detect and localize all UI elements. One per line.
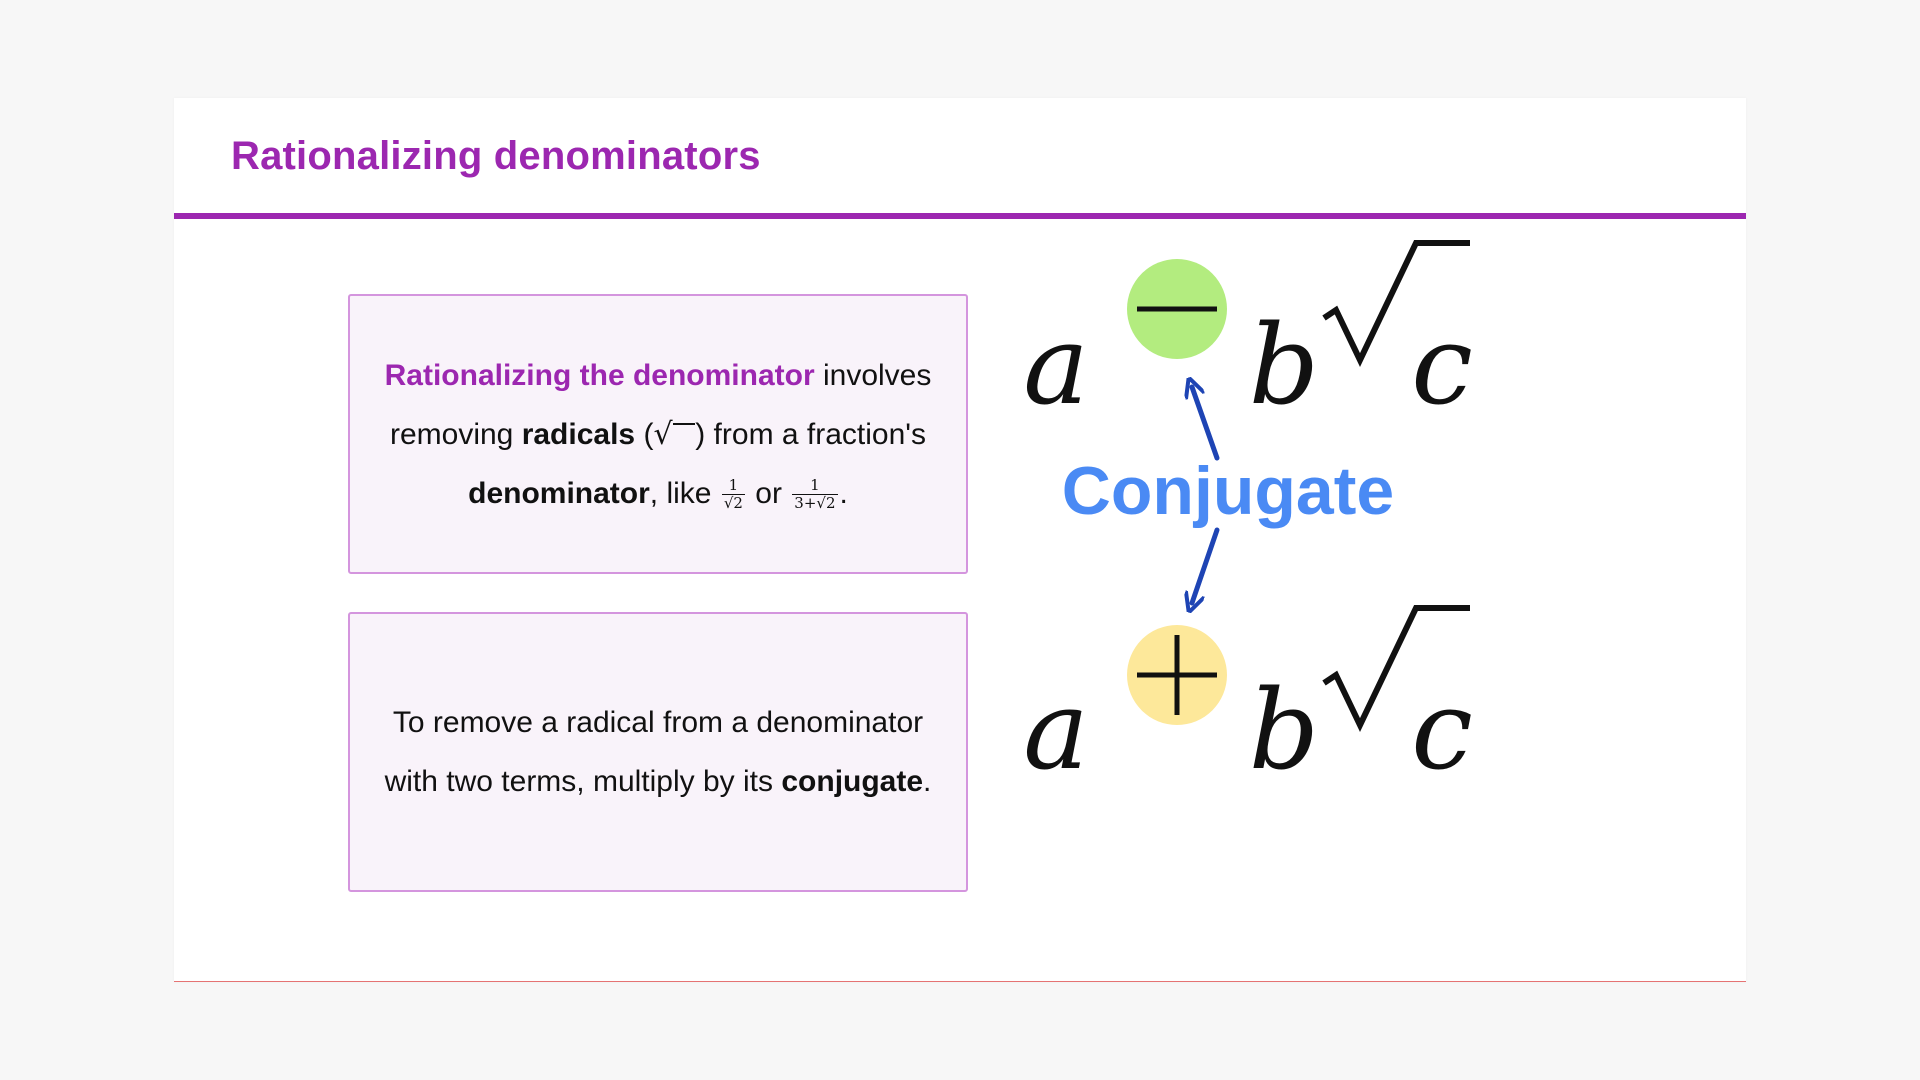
arrow-down-icon — [1192, 527, 1220, 603]
variable-b: b — [1249, 301, 1319, 429]
denominator-bold: denominator — [468, 476, 650, 510]
fraction-numerator: 1 — [721, 477, 745, 496]
fraction-denominator: √2 — [723, 494, 743, 513]
text-run: To remove a radical from a denominator w… — [384, 706, 924, 798]
definition-text: Rationalizing the denominator involves r… — [368, 346, 948, 523]
variable-a: a — [1023, 301, 1089, 429]
radicals-bold: radicals — [521, 417, 636, 451]
radical-bar — [672, 422, 696, 449]
radical-icon — [1322, 240, 1470, 367]
fraction-one-over-root-two: 1√2 — [721, 477, 745, 513]
text-run: . — [839, 476, 848, 510]
definition-card: Rationalizing the denominator involves r… — [348, 294, 968, 574]
radical-icon: √ — [653, 416, 673, 452]
text-run: ) from a fraction's — [695, 417, 927, 451]
text-run: or — [746, 476, 791, 510]
text-run: . — [923, 765, 932, 798]
fraction-numerator: 1 — [792, 477, 838, 496]
text-run: ( — [635, 417, 654, 451]
minus-highlight-circle — [1127, 259, 1227, 359]
fraction-denominator: 3+√2 — [794, 494, 836, 513]
variable-c: c — [1411, 666, 1473, 794]
slide-title: Rationalizing denominators — [231, 134, 761, 178]
term-highlight: Rationalizing the denominator — [384, 358, 815, 392]
arrow-up-icon — [1192, 387, 1220, 461]
plus-highlight-circle — [1127, 625, 1227, 725]
conjugate-bold: conjugate — [781, 765, 924, 798]
method-card: To remove a radical from a denominator w… — [348, 612, 968, 892]
title-divider — [174, 213, 1746, 219]
text-run: involves removing — [389, 358, 932, 451]
slide: Rationalizing denominators Rationalizing… — [174, 98, 1746, 982]
radical-icon — [1322, 605, 1470, 732]
conjugate-label: Conjugate — [1062, 453, 1394, 529]
variable-a: a — [1023, 666, 1089, 794]
variable-b: b — [1249, 666, 1319, 794]
text-run: , like — [649, 476, 720, 510]
variable-c: c — [1411, 301, 1473, 429]
method-text: To remove a radical from a denominator w… — [368, 693, 948, 811]
expression-minus: a b c — [1023, 240, 1473, 429]
expression-plus: a b c — [1023, 605, 1473, 794]
